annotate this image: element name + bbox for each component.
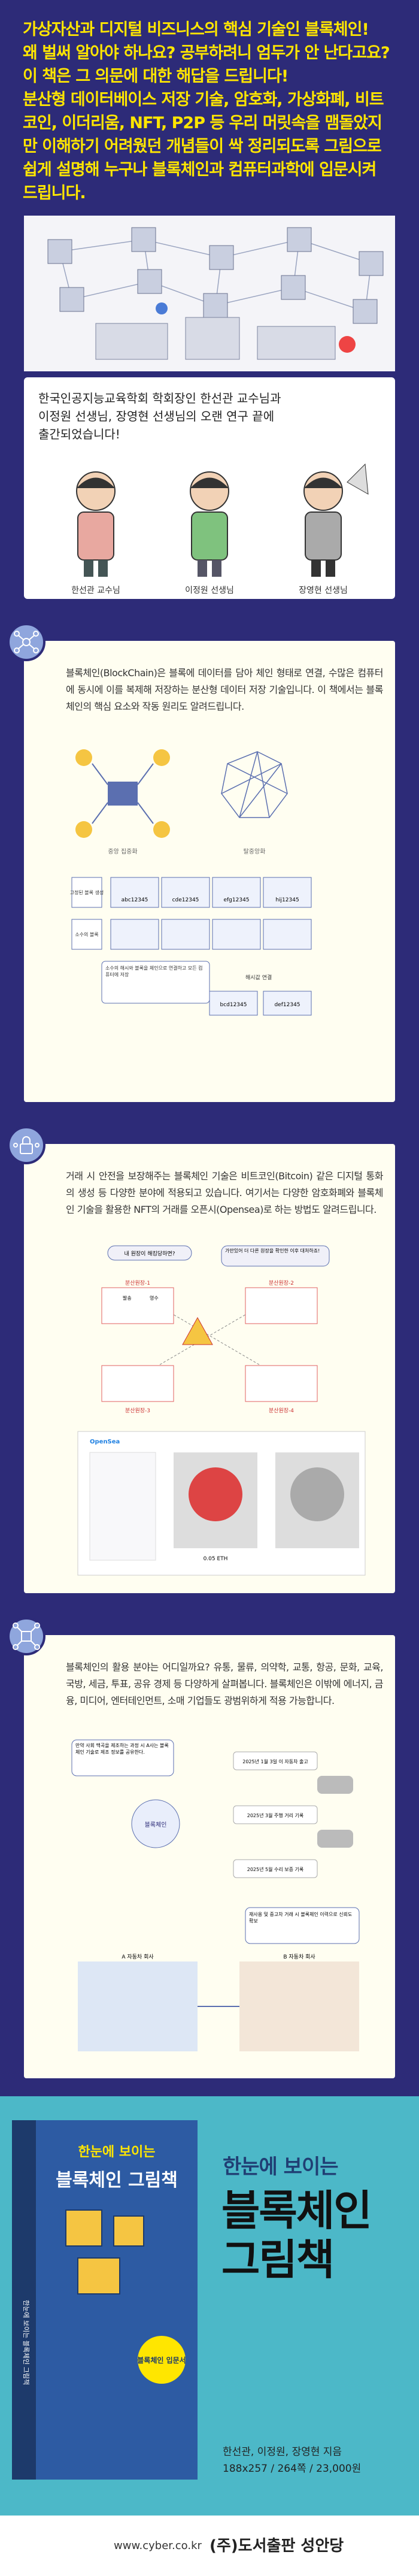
intro-section: 가상자산과 디지털 비즈니스의 핵심 기술인 블록체인! 왜 벌써 알아야 하나… (0, 0, 419, 611)
diagram-note: 재사용 및 중고차 거래 시 블록체인 이력으로 신뢰도 확보 (249, 1912, 353, 1924)
author-lee: 이정원 선생님 (162, 458, 257, 596)
intro-line: 드립니다. (23, 184, 86, 202)
publisher-url[interactable]: www.cyber.co.kr (114, 2539, 202, 2552)
author-name: 이정원 선생님 (185, 586, 234, 595)
author-portrait (303, 463, 369, 577)
intro-line: 가상자산과 디지털 비즈니스의 핵심 기술인 블록체인! (23, 20, 369, 39)
intro-line: 쉽게 설명해 누구나 블록체인과 컴퓨터과학에 입문시켜 (23, 161, 377, 179)
next-caption: 해시값 연결 (245, 974, 272, 981)
bubble: 가만있어 더 다른 원장을 확인한 이후 대처하죠! (225, 1248, 320, 1254)
intro-line: 분산형 데이터베이스 저장 기술, 암호화, 가상화폐, 비트 (23, 90, 384, 109)
author-jang: 장영현 선생님 (275, 458, 371, 596)
author-name: 장영현 선생님 (299, 586, 348, 595)
decentralized-graphic (221, 751, 288, 818)
intro-line: 이 책은 그 의문에 대한 해답을 드립니다! (23, 67, 289, 86)
section-crypto: 거래 시 안전을 보장해주는 블록체인 기술은 비트코인(Bitcoin) 같은… (0, 1126, 419, 1605)
book-title-big: 블록체인 그림책 (221, 2186, 372, 2284)
hash-label: bcd12345 (220, 1002, 247, 1008)
author-name: 한선관 교수님 (71, 586, 120, 595)
hash-label: hij12345 (275, 897, 299, 903)
caption: A 자동차 회사 (122, 1953, 154, 1960)
city-network-illustration (24, 216, 395, 371)
diagram-note: 2025년 3월 주행 거리 기록 (247, 1812, 304, 1818)
node-label: 분산원장-1 (125, 1280, 150, 1287)
intro-line: 만 이해하기 어려웠던 개념들이 싹 정리되도록 그림으로 (23, 137, 382, 156)
blockchain-diagram: 중앙 집중화 탈중앙화 고정된 블록 생성 소수의 블록 a (70, 749, 312, 1016)
diagram-note: 만약 사회 맥곡을 제조하는 과정 시 A사는 블록체인 기술로 제조 정보를 … (75, 1743, 169, 1755)
diagram-note: 2025년 5월 수리 보증 기록 (247, 1866, 304, 1872)
cover-badge: 블록체인 입문서 (137, 2356, 186, 2365)
market-title: OpenSea (90, 1439, 120, 1445)
section-card: 블록체인의 활용 분야는 어디일까요? 유통, 물류, 의약학, 교통, 항공,… (24, 1635, 395, 2078)
author-portrait (190, 471, 229, 577)
spine-title: 한눈에 보이는 블록체인 그림책 (22, 2300, 30, 2385)
left-caption: 중앙 집중화 (108, 848, 137, 855)
authors-line: 한국인공지능교육학회 학회장인 한선관 교수님과 (38, 391, 281, 405)
section-card: 블록체인(BlockChain)은 블록에 데이터를 담아 체인 형태로 연결,… (24, 641, 395, 1102)
book-title-line: 그림책 (221, 2235, 335, 2284)
section-card: 거래 시 안전을 보장해주는 블록체인 기술은 비트코인(Bitcoin) 같은… (24, 1144, 395, 1593)
right-caption: 탈중앙화 (244, 847, 266, 855)
node-label: 분산원장-2 (269, 1280, 294, 1287)
section-text: 거래 시 안전을 보장해주는 블록체인 기술은 비트코인(Bitcoin) 같은… (66, 1170, 384, 1215)
network-icon (7, 623, 45, 661)
intro-line: 코인, 이더리움, NFT, P2P 등 우리 머릿속을 맴돌았지 (23, 114, 382, 132)
book-promo: 한눈에 보이는 블록체인 그림책 블록체인 입문서 한눈에 보이는 블록체인 그… (0, 2096, 419, 2516)
author-portrait (76, 471, 116, 577)
node-label: 분산원장-3 (125, 1407, 150, 1414)
diagram-note: 소수의 해시와 블록을 체인으로 연결하고 모든 컴퓨터에 저장 (105, 965, 203, 977)
book-authors: 한선관, 이정원, 장영현 지음 (223, 2446, 342, 2458)
author-han: 한선관 교수님 (48, 458, 144, 596)
cover-small-title: 한눈에 보이는 (78, 2145, 155, 2160)
publisher-name: (주)도서출판 성안당 (210, 2537, 344, 2555)
connected-nodes-icon (7, 1617, 45, 1655)
authors-card: 한국인공지능교육학회 학회장인 한선관 교수님과 이정원 선생님, 장영현 선생… (24, 377, 395, 599)
authors-line: 출간되었습니다! (38, 427, 120, 441)
caption: B 자동차 회사 (283, 1953, 315, 1960)
section-blockchain: 블록체인(BlockChain)은 블록에 데이터를 담아 체인 형태로 연결,… (0, 623, 419, 1114)
intro-line: 왜 벌써 알아야 하나요? 공부하려니 엄두가 안 난다고요? (23, 44, 390, 62)
section-text: 블록체인의 활용 분야는 어디일까요? 유통, 물류, 의약학, 교통, 항공,… (66, 1661, 384, 1706)
centralized-graphic (75, 749, 170, 838)
center-label: 블록체인 (145, 1821, 167, 1829)
node-label: 분산원장-4 (269, 1407, 294, 1414)
cover-big-title: 블록체인 그림책 (56, 2170, 178, 2191)
row-label: 고정된 블록 생성 (70, 889, 104, 895)
col-label: 발송 (123, 1295, 132, 1301)
book-title-line: 블록체인 (221, 2186, 372, 2235)
hash-label: cde12345 (172, 897, 199, 903)
footer: www.cyber.co.kr (주)도서출판 성안당 (0, 2516, 419, 2576)
hash-label: abc12345 (122, 897, 148, 903)
padlock-icon (7, 1126, 45, 1164)
book-cover: 한눈에 보이는 블록체인 그림책 블록체인 입문서 한눈에 보이는 블록체인 그… (12, 2120, 198, 2480)
hash-label: def12345 (274, 1002, 300, 1008)
section-text: 블록체인(BlockChain)은 블록에 데이터를 담아 체인 형태로 연결,… (66, 667, 384, 712)
authors-intro: 한국인공지능교육학회 학회장인 한선관 교수님과 이정원 선생님, 장영현 선생… (38, 389, 379, 443)
ledger-diagram: 내 원장이 해킹당하면? 가만있어 더 다른 원장을 확인한 이후 대처하죠! … (77, 1245, 366, 1576)
book-spec: 188x257 / 264쪽 / 23,000원 (223, 2463, 362, 2475)
price: 0.05 ETH (204, 1556, 228, 1562)
row-label: 소수의 블록 (75, 931, 98, 937)
book-info: 한선관, 이정원, 장영현 지음 188x257 / 264쪽 / 23,000… (223, 2444, 361, 2477)
book-title-small: 한눈에 보이는 (223, 2155, 339, 2179)
intro-headline: 가상자산과 디지털 비즈니스의 핵심 기술인 블록체인! 왜 벌써 알아야 하나… (23, 18, 400, 205)
authors-line: 이정원 선생님, 장영현 선생님의 오랜 연구 끝에 (38, 409, 275, 423)
hash-label: efg12345 (223, 897, 249, 903)
applications-diagram: 만약 사회 맥곡을 제조하는 과정 시 A사는 블록체인 기술로 제조 정보를 … (71, 1739, 360, 2051)
diagram-note: 2025년 1월 3일 이 자동차 출고 (242, 1758, 308, 1764)
bubble: 내 원장이 해킹당하면? (124, 1250, 175, 1257)
col-label: 영수 (150, 1295, 159, 1301)
section-applications: 블록체인의 활용 분야는 어디일까요? 유통, 물류, 의약학, 교통, 항공,… (0, 1617, 419, 2090)
